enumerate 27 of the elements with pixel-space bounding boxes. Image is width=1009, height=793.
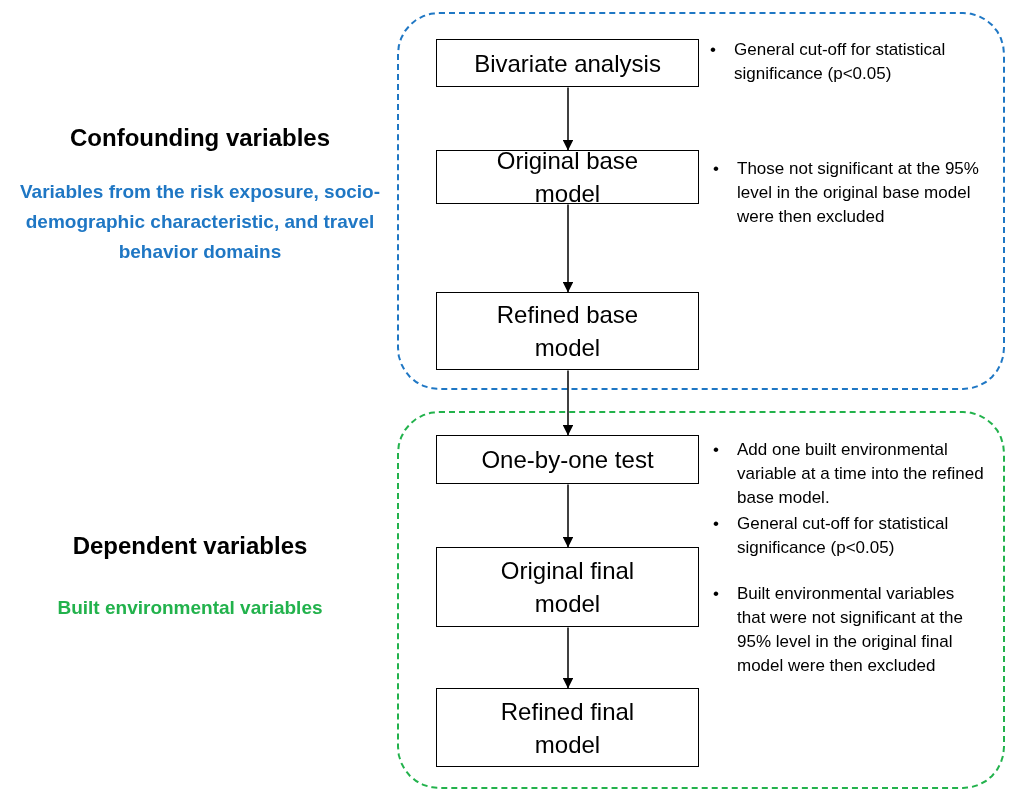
section-heading: Dependent variables xyxy=(71,531,309,561)
process-box: Refined final model xyxy=(436,688,699,767)
bullet-mark: • xyxy=(713,583,719,605)
note-text: General cut-off for statistical significance (p<0.05) xyxy=(734,39,947,85)
section-subheading: Built environmental variables xyxy=(56,596,324,620)
process-box: Refined base model xyxy=(436,292,699,370)
bullet-mark: • xyxy=(713,158,719,180)
process-box: One-by-one test xyxy=(436,435,699,484)
process-box: Original base model xyxy=(436,150,699,204)
dashed-group-box xyxy=(397,411,1005,789)
note-text: Add one built environmental variable at a time into the refined base model. xyxy=(737,439,985,509)
section-subheading: Variables from the risk exposure, socio-demographic characteristic, and travel behavior domains xyxy=(18,180,382,264)
bullet-mark: • xyxy=(713,439,719,461)
note-text: Built environmental variables that were not significant at the 95% level in the original final model were then excluded xyxy=(737,583,964,677)
arrow xyxy=(562,86,574,152)
note-text: General cut-off for statistical significance (p<0.05) xyxy=(737,513,950,559)
process-box: Original final model xyxy=(436,547,699,627)
note-text: Those not significant at the 95% level in the original base model were then excluded xyxy=(737,158,980,228)
bullet-mark: • xyxy=(713,513,719,535)
dashed-group-box xyxy=(397,12,1005,390)
arrow xyxy=(562,483,574,549)
process-box: Bivariate analysis xyxy=(436,39,699,87)
arrow xyxy=(562,203,574,294)
section-heading: Confounding variables xyxy=(69,123,331,153)
bullet-mark: • xyxy=(710,39,716,61)
arrow xyxy=(562,369,574,437)
arrow xyxy=(562,626,574,690)
